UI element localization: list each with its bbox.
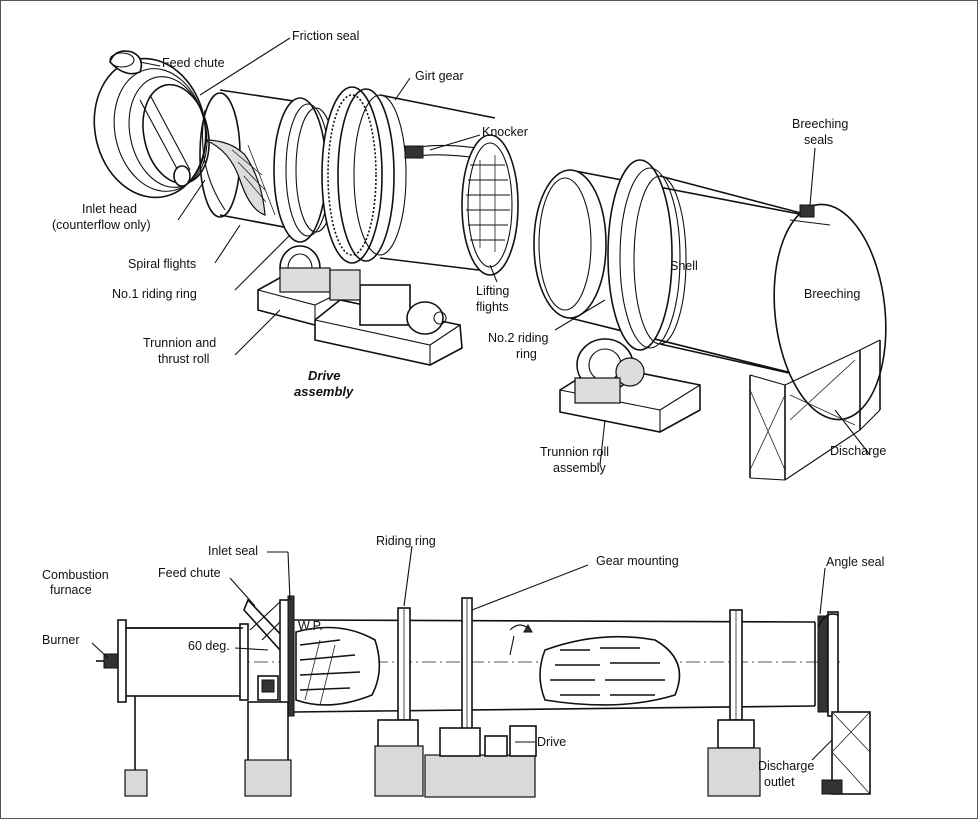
drive-assembly xyxy=(314,269,463,366)
label-feed-chute-top: Feed chute xyxy=(162,56,225,70)
label-breeching: Breeching xyxy=(804,287,860,301)
label-angle-seal: Angle seal xyxy=(826,555,884,569)
label-shell: Shell xyxy=(670,259,698,273)
label-drive-assembly-1: Drive xyxy=(308,368,341,383)
label-gear-mounting: Gear mounting xyxy=(596,554,679,568)
label-trunnion-roll-1: Trunnion roll xyxy=(540,445,609,459)
label-trunnion-roll-2: assembly xyxy=(553,461,607,475)
girt-gear xyxy=(321,86,407,264)
trunnion-roll-assembly xyxy=(559,338,701,433)
label-lifting-flights-2: flights xyxy=(476,300,509,314)
label-breeching-seals-2: seals xyxy=(804,133,833,147)
label-no1-riding-ring: No.1 riding ring xyxy=(112,287,197,301)
feed-chute xyxy=(109,50,143,75)
label-trunnion-thrust-2: thrust roll xyxy=(158,352,209,366)
combustion-furnace xyxy=(117,619,249,703)
breeching-stand xyxy=(749,339,881,481)
bottom-shell xyxy=(293,619,816,713)
top-leader-lines xyxy=(139,37,871,466)
label-discharge: Discharge xyxy=(830,444,886,458)
mid-shell xyxy=(379,94,519,276)
bottom-gear xyxy=(461,597,473,731)
label-riding-ring: Riding ring xyxy=(376,534,436,548)
bottom-discharge-stand xyxy=(821,711,871,795)
bottom-feed-chute xyxy=(243,595,295,717)
bottom-riding-ring xyxy=(397,607,743,721)
inlet-head xyxy=(93,57,210,199)
label-combustion-1: Combustion xyxy=(42,568,109,582)
label-drive-assembly-2: assembly xyxy=(294,384,354,399)
label-no2-riding-ring-1: No.2 riding xyxy=(488,331,548,345)
label-discharge-outlet-2: outlet xyxy=(764,775,795,789)
label-inlet-seal: Inlet seal xyxy=(208,544,258,558)
label-friction-seal: Friction seal xyxy=(292,29,359,43)
label-feed-chute-bottom: Feed chute xyxy=(158,566,221,580)
label-inlet-head-2: (counterflow only) xyxy=(52,218,151,232)
label-combustion-2: furnace xyxy=(50,583,92,597)
label-spiral-flights: Spiral flights xyxy=(128,257,196,271)
label-60-deg: 60 deg. xyxy=(188,639,230,653)
bottom-leader-lines xyxy=(91,545,833,761)
label-lifting-flights-1: Lifting xyxy=(476,284,509,298)
breeching xyxy=(773,203,887,421)
bottom-angle-seal xyxy=(817,611,839,717)
burner xyxy=(96,653,119,669)
label-inlet-head-1: Inlet head xyxy=(82,202,137,216)
label-knocker: Knocker xyxy=(482,125,528,139)
label-discharge-outlet-1: Discharge xyxy=(758,759,814,773)
label-drive: Drive xyxy=(537,735,566,749)
bottom-kiln-side-view xyxy=(91,545,871,798)
label-no2-riding-ring-2: ring xyxy=(516,347,537,361)
label-trunnion-thrust-1: Trunnion and xyxy=(143,336,216,350)
label-breeching-seals-1: Breeching xyxy=(792,117,848,131)
top-kiln-assembly xyxy=(93,37,887,481)
rear-shell xyxy=(533,169,821,381)
label-girt-gear: Girt gear xyxy=(415,69,464,83)
bottom-supports xyxy=(124,696,761,798)
label-burner: Burner xyxy=(42,633,80,647)
label-wp: W.P. xyxy=(298,619,323,633)
